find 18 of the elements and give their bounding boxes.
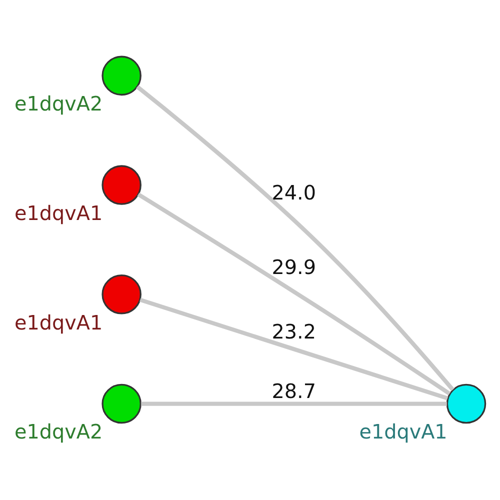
node-circle: [102, 274, 142, 314]
node-circle: [446, 383, 486, 424]
edge-label: 23.2: [272, 320, 316, 343]
connector: [141, 401, 447, 406]
connector: [140, 297, 448, 400]
node-label: e1dqvA1: [14, 202, 103, 225]
node-circle: [102, 164, 142, 204]
connector: [137, 192, 451, 395]
node-circle: [102, 55, 142, 96]
edge-label: 29.9: [272, 255, 316, 278]
node-circle: [102, 383, 142, 424]
node-label: e1dqvA2: [14, 92, 103, 116]
node-label: e1dqvA1: [14, 310, 103, 334]
node-label: e1dqvA2: [14, 420, 103, 444]
edge-label: 28.7: [272, 380, 316, 403]
node-label: e1dqvA1: [359, 420, 448, 444]
connector: [136, 84, 454, 391]
edge-label: 24.0: [272, 180, 316, 204]
